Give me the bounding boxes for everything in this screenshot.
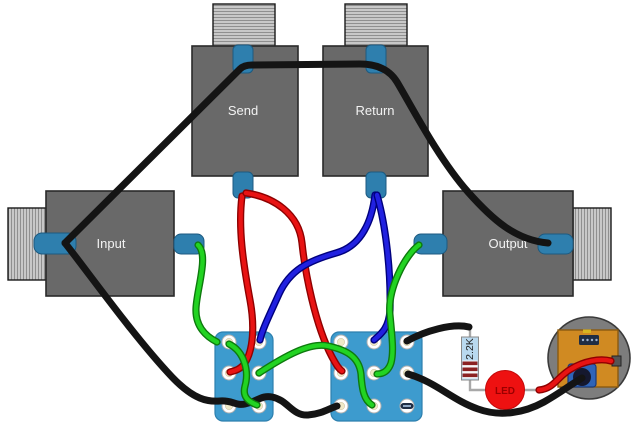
resistor-bottom-lead bbox=[468, 376, 489, 392]
send-jack-label: Send bbox=[228, 103, 258, 118]
resistor-band bbox=[462, 373, 478, 378]
connector-pin bbox=[586, 338, 589, 342]
wire-green-left-switch-jumper bbox=[226, 341, 260, 408]
wire-red-send-to-right-switch bbox=[243, 190, 345, 374]
resistor-value-label: 2.2K bbox=[464, 338, 476, 360]
battery-vent-mark bbox=[583, 329, 591, 333]
resistor-band bbox=[462, 361, 478, 366]
wire-green-input-to-left-switch bbox=[193, 242, 220, 345]
led-body bbox=[485, 370, 525, 410]
resistor: 2.2K bbox=[461, 336, 479, 381]
input-jack-label: Input bbox=[97, 236, 126, 251]
wire-green-output-to-right-switch bbox=[374, 242, 422, 377]
return-jack-threaded-nut bbox=[344, 3, 408, 47]
input-jack-right-lug bbox=[173, 233, 205, 255]
input-jack: Input bbox=[7, 190, 205, 297]
right-switch-marked-lug bbox=[400, 403, 414, 409]
black-wires bbox=[61, 60, 586, 419]
led: LED bbox=[485, 370, 525, 410]
output-jack-threaded-nut bbox=[572, 207, 612, 281]
wire-black-switch-to-battery-negative bbox=[404, 370, 586, 417]
red-wires bbox=[226, 189, 615, 394]
green-wires bbox=[192, 241, 423, 409]
wire-blue-return-to-left-switch bbox=[257, 192, 378, 343]
connector-pin bbox=[595, 338, 598, 342]
led-label: LED bbox=[495, 386, 515, 397]
battery-connector-block bbox=[579, 335, 599, 345]
connector-pin bbox=[590, 338, 594, 342]
wire-red-send-to-left-switch bbox=[227, 193, 255, 375]
output-jack-label: Output bbox=[488, 236, 527, 251]
resistor-led-assembly: 2.2K LED bbox=[461, 323, 541, 410]
resistor-band bbox=[462, 367, 478, 372]
wire-black-input-send-return-output bbox=[61, 60, 552, 247]
wire-black-switch-to-resistor bbox=[403, 322, 473, 345]
return-jack-label: Return bbox=[355, 103, 394, 118]
send-jack-threaded-nut bbox=[212, 3, 276, 47]
wire-green-left-to-right-switch bbox=[256, 343, 375, 408]
connector-pin bbox=[581, 338, 585, 342]
output-jack-left-lug bbox=[413, 233, 448, 255]
wire-red-led-to-battery bbox=[536, 357, 614, 393]
wire-black-input-to-right-switch bbox=[61, 239, 341, 419]
